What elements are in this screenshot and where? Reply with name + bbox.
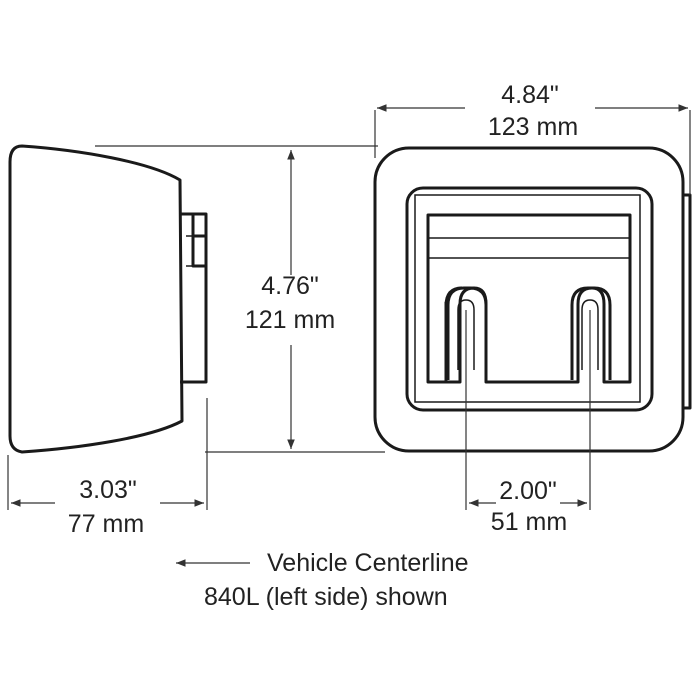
side-view-mount-notch: [186, 235, 193, 267]
depth-mm-label: 77 mm: [68, 510, 144, 538]
front-view: [373, 146, 692, 453]
dimension-mount-spacing: 2.00" 51 mm: [465, 310, 591, 536]
front-view-side-tab: [683, 193, 692, 410]
dimension-height: 4.76" 121 mm: [95, 145, 385, 453]
width-mm-label: 123 mm: [488, 113, 578, 141]
front-view-slot-left: [446, 286, 488, 380]
notes: Vehicle Centerline 840L (left side) show…: [176, 549, 469, 611]
height-inch-label: 4.76": [261, 272, 319, 300]
mount-spacing-inch-label: 2.00": [499, 477, 557, 505]
front-view-lens-recess: [426, 213, 632, 384]
vehicle-centerline-label: Vehicle Centerline: [267, 549, 469, 577]
dimension-width: 4.84" 123 mm: [374, 81, 691, 195]
side-view-lens-body: [8, 144, 184, 454]
mount-spacing-mm-label: 51 mm: [491, 508, 567, 536]
depth-inch-label: 3.03": [79, 476, 137, 504]
front-view-inner-step: [414, 194, 641, 403]
side-view: [8, 144, 208, 454]
side-view-mount-bracket: [180, 212, 208, 384]
model-shown-label: 840L (left side) shown: [204, 583, 448, 611]
front-view-inner-frame: [405, 186, 654, 412]
height-mm-label: 121 mm: [245, 306, 335, 334]
dimension-depth: 3.03" 77 mm: [7, 398, 208, 538]
width-inch-label: 4.84": [501, 81, 559, 109]
front-view-housing: [373, 146, 685, 453]
front-view-slot-left-inner: [457, 299, 475, 370]
front-view-slot-right: [570, 286, 612, 380]
front-view-slot-right-inner: [581, 299, 599, 370]
